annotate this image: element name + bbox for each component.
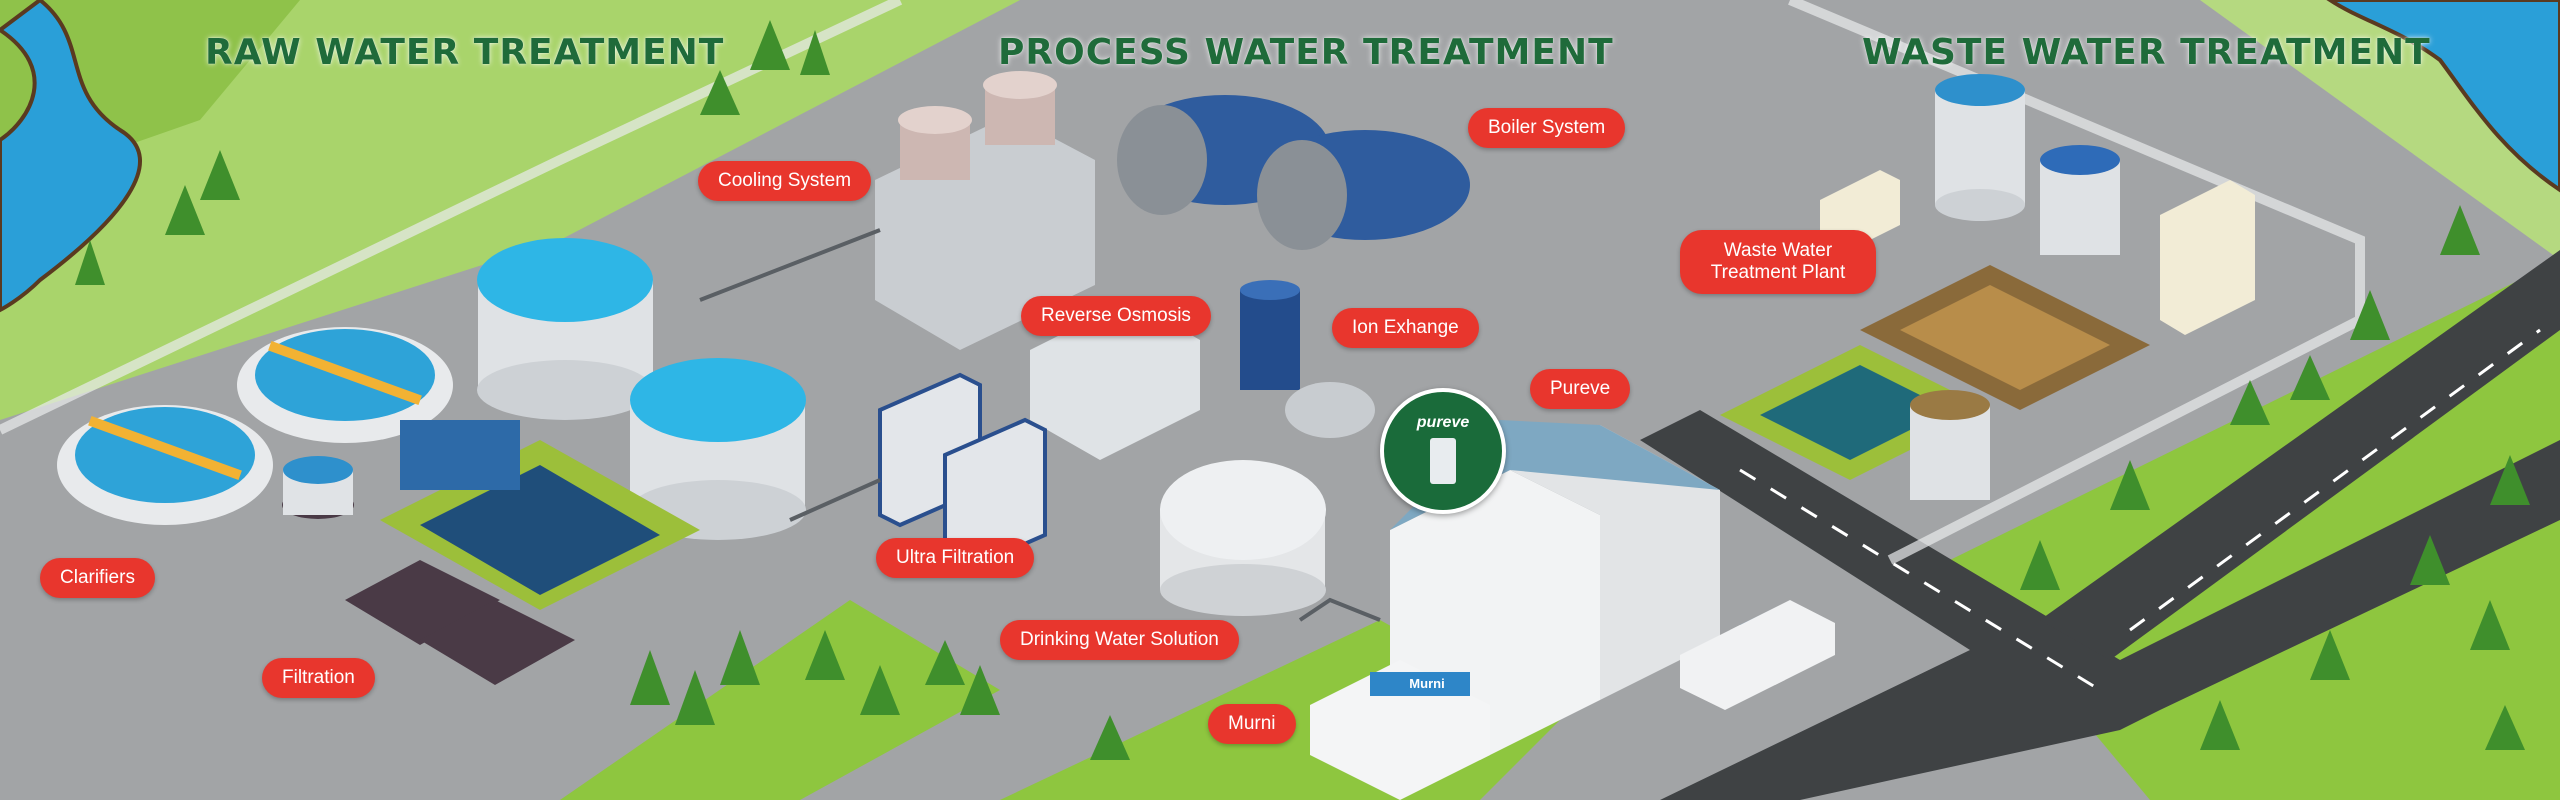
- label-boiler-system[interactable]: Boiler System: [1468, 108, 1626, 148]
- pureve-logo: pureve: [1416, 414, 1470, 431]
- label-waste-water-treatment-plant[interactable]: Waste Water Treatment Plant: [1680, 230, 1876, 294]
- label-drinking-water-solution[interactable]: Drinking Water Solution: [1000, 620, 1239, 660]
- title-raw-water-treatment: RAW WATER TREATMENT: [205, 32, 725, 73]
- grass-top-left: [0, 0, 1020, 420]
- waste-tank-2: [2040, 160, 2120, 255]
- title-waste-water-treatment: WASTE WATER TREATMENT: [1862, 32, 2431, 73]
- grass-top-right: [1760, 0, 2560, 260]
- pureve-badge[interactable]: pureve: [1380, 388, 1506, 514]
- label-filtration[interactable]: Filtration: [262, 658, 375, 698]
- waste-building: [2160, 180, 2255, 335]
- label-ion-exchange[interactable]: Ion Exhange: [1332, 308, 1479, 348]
- label-pureve[interactable]: Pureve: [1530, 369, 1631, 409]
- waste-tank-3: [1910, 405, 1990, 500]
- purifier-unit-icon: [1430, 438, 1456, 484]
- label-ultra-filtration[interactable]: Ultra Filtration: [876, 538, 1035, 578]
- road: [1640, 410, 2560, 800]
- murni-shop-sign: Murni: [1409, 676, 1445, 691]
- label-clarifiers[interactable]: Clarifiers: [40, 558, 155, 598]
- waste-tank-1: [1935, 90, 2025, 205]
- truck-2: [1730, 600, 1835, 685]
- trees: [75, 20, 2530, 760]
- road-diagonal: [2040, 250, 2560, 660]
- ion-exchange-unit: [1240, 290, 1300, 390]
- title-process-water-treatment: PROCESS WATER TREATMENT: [998, 32, 1614, 73]
- label-murni[interactable]: Murni: [1208, 704, 1296, 744]
- label-reverse-osmosis[interactable]: Reverse Osmosis: [1021, 296, 1211, 336]
- river-left: [0, 0, 142, 313]
- reverse-osmosis-unit: [1030, 300, 1200, 460]
- label-cooling-system[interactable]: Cooling System: [698, 161, 872, 201]
- grass-bottom: [560, 600, 1000, 800]
- river-right: [2326, 0, 2560, 193]
